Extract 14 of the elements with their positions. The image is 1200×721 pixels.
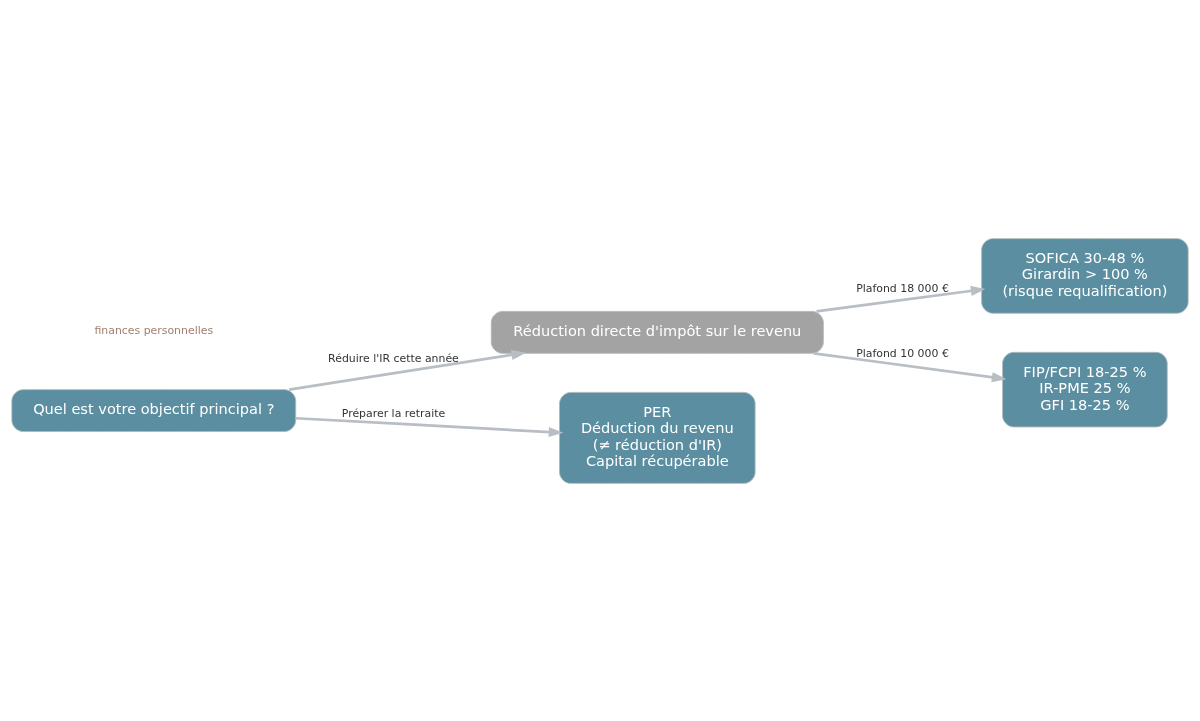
arrow — [295, 416, 564, 437]
edge-label: Préparer la retraite — [341, 406, 446, 420]
arrow — [288, 349, 527, 391]
edge-label: Plafond 10 000 € — [856, 346, 949, 360]
label: finances personnelles — [94, 323, 214, 337]
edge-label: Plafond 18 000 € — [856, 281, 949, 295]
node-box: FIP/FCPI 18-25 % IR-PME 25 % GFI 18-25 % — [1002, 351, 1168, 427]
node-box: Réduction directe d'impôt sur le revenu — [490, 310, 824, 354]
arrow — [813, 351, 1007, 382]
node-box: SOFICA 30-48 % Girardin > 100 % (risque requalification) — [981, 237, 1189, 314]
edge-label: Réduire l'IR cette année — [328, 351, 459, 365]
node-box: PER Déduction du revenu (≠ réduction d'IR) Capital récupérable — [559, 391, 756, 484]
arrow — [816, 285, 986, 313]
node-box: Quel est votre objectif principal ? — [11, 388, 297, 432]
